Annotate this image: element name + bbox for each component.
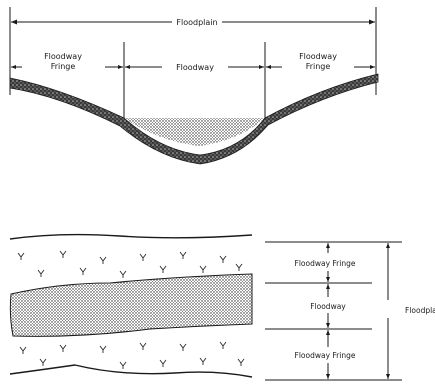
fringe-left-label-line2: Fringe <box>51 62 76 71</box>
plan-floodway-band <box>10 274 252 336</box>
arrowhead <box>326 243 330 248</box>
arrowhead <box>326 323 330 328</box>
vegetation-row-1 <box>18 251 226 264</box>
arrowhead <box>326 330 330 335</box>
plan-floodplain-label: Floodplain <box>405 306 435 315</box>
arrowhead <box>266 65 271 69</box>
floodplain-dimension-arrow <box>386 243 390 379</box>
floodplain-label-top: Floodplain <box>176 18 217 27</box>
arrowhead <box>11 65 16 69</box>
vegetation-row-3 <box>20 342 226 354</box>
arrowhead <box>326 374 330 379</box>
plan-view: Floodway Fringe Floodway Floodway Fringe… <box>10 235 435 380</box>
arrowhead-right <box>369 20 375 25</box>
arrowhead <box>386 243 390 248</box>
vegetation-row-4 <box>40 358 244 369</box>
zone-dimensions: Floodway Fringe Floodway Floodway Fringe <box>11 42 375 118</box>
arrowhead <box>386 374 390 379</box>
plan-fringe-bottom-label: Floodway Fringe <box>295 351 356 360</box>
fringe-right-label-line1: Floodway <box>299 52 337 61</box>
plan-floodway-label: Floodway <box>310 302 346 311</box>
fringe-left-label-line1: Floodway <box>44 52 82 61</box>
floodway-label-top: Floodway <box>176 63 214 72</box>
arrowhead <box>326 284 330 289</box>
arrowhead <box>259 65 264 69</box>
plan-fringe-top-label: Floodway Fringe <box>295 259 356 268</box>
arrowhead <box>370 65 375 69</box>
arrowhead <box>326 277 330 282</box>
plan-bottom-boundary <box>10 365 252 377</box>
arrowhead <box>125 65 130 69</box>
floodplain-dimension: Floodplain <box>10 7 376 95</box>
plan-top-boundary <box>10 235 252 239</box>
fringe-right-label-line2: Fringe <box>306 62 331 71</box>
arrowhead-left <box>11 20 17 25</box>
arrowhead <box>118 65 123 69</box>
cross-section: Floodplain Floodway Fringe Floodway Floo… <box>10 7 378 164</box>
